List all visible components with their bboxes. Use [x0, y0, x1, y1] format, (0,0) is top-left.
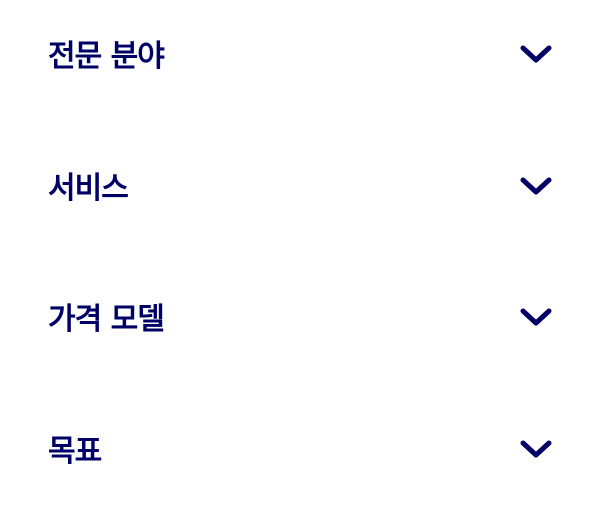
accordion-item-label: 목표 — [48, 434, 101, 470]
chevron-down-icon[interactable] — [519, 439, 553, 461]
accordion-item-goals[interactable]: 목표 — [0, 395, 600, 526]
chevron-down-icon[interactable] — [519, 176, 553, 198]
accordion-item-services[interactable]: 서비스 — [0, 132, 600, 264]
accordion-item-expertise[interactable]: 전문 분야 — [0, 0, 600, 132]
accordion-item-label: 전문 분야 — [48, 39, 164, 75]
chevron-down-icon[interactable] — [519, 44, 553, 66]
accordion-item-label: 서비스 — [48, 171, 128, 207]
chevron-down-icon[interactable] — [519, 307, 553, 329]
accordion-item-label: 가격 모델 — [48, 302, 164, 338]
accordion-item-pricing-model[interactable]: 가격 모델 — [0, 263, 600, 395]
